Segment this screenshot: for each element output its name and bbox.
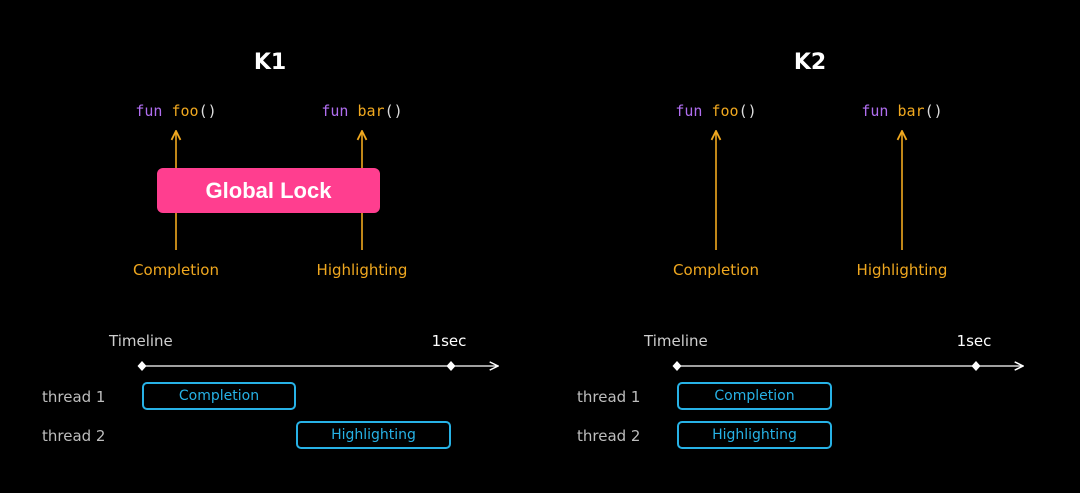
- k2-func-foo-keyword: fun: [675, 102, 703, 120]
- k2-func-bar-keyword: fun: [861, 102, 889, 120]
- k1-title: K1: [253, 50, 287, 75]
- k2-source-highlighting: Highlighting: [856, 261, 948, 279]
- k1-thread-1-label: thread 1: [42, 388, 106, 406]
- k1-timeline-end-marker: [446, 361, 456, 371]
- k1-source-highlighting: Highlighting: [316, 261, 408, 279]
- k1-task-highlighting: Highlighting: [296, 421, 451, 449]
- k2-func-foo-parens: (): [738, 102, 757, 120]
- k2-func-bar: fun bar(): [861, 102, 942, 120]
- k1-func-bar-parens: (): [384, 102, 403, 120]
- k1-timeline-label: Timeline: [109, 332, 173, 350]
- global-lock: Global Lock: [157, 168, 380, 213]
- k1-func-foo-name: foo: [171, 102, 199, 120]
- k1-func-bar: fun bar(): [321, 102, 402, 120]
- k2-func-bar-parens: (): [924, 102, 943, 120]
- k2-source-completion: Completion: [673, 261, 759, 279]
- k2-thread-2-label: thread 2: [577, 427, 641, 445]
- k2-thread-1-label: thread 1: [577, 388, 641, 406]
- k2-title: K2: [793, 50, 827, 75]
- k1-func-bar-name: bar: [357, 102, 385, 120]
- k1-end-label: 1sec: [431, 332, 467, 350]
- k1-timeline-start-marker: [137, 361, 147, 371]
- k2-timeline-label: Timeline: [644, 332, 708, 350]
- k1-thread-2-label: thread 2: [42, 427, 106, 445]
- k2-task-highlighting: Highlighting: [677, 421, 832, 449]
- k2-task-completion: Completion: [677, 382, 832, 410]
- k2-end-label: 1sec: [956, 332, 992, 350]
- k1-func-foo-keyword: fun: [135, 102, 163, 120]
- k2-func-foo: fun foo(): [675, 102, 756, 120]
- k1-func-foo-parens: (): [198, 102, 217, 120]
- k2-func-bar-name: bar: [897, 102, 925, 120]
- k2-func-foo-name: foo: [711, 102, 739, 120]
- k2-timeline-start-marker: [672, 361, 682, 371]
- k2-timeline-end-marker: [971, 361, 981, 371]
- k1-func-foo: fun foo(): [135, 102, 216, 120]
- k1-source-completion: Completion: [133, 261, 219, 279]
- k1-func-bar-keyword: fun: [321, 102, 349, 120]
- k1-task-completion: Completion: [142, 382, 296, 410]
